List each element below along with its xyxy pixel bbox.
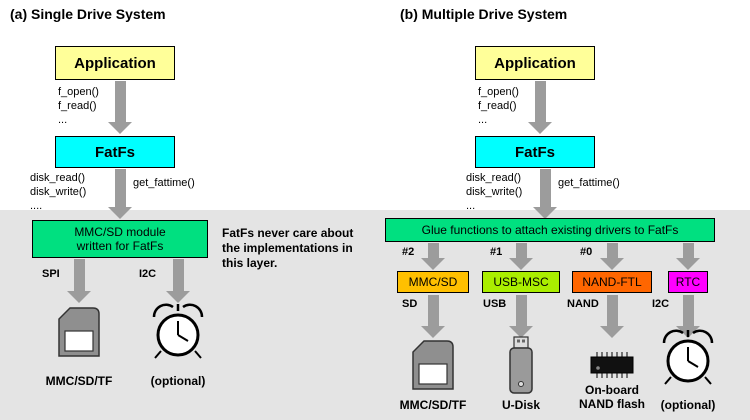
arrow-shaft: [682, 295, 694, 326]
sd-card-icon-a: [58, 307, 100, 357]
arrow-head: [421, 326, 445, 338]
arrow-shaft: [539, 169, 551, 207]
alarm-clock-icon-b: [662, 329, 714, 385]
glue-functions-bar: Glue functions to attach existing driver…: [385, 218, 715, 242]
arrow-module-to-card: [67, 259, 91, 303]
arrow-shaft: [427, 295, 439, 326]
api-call-labels-a: f_open() f_read() ...: [58, 86, 99, 126]
arrow-head: [166, 291, 190, 303]
arrow-shaft: [73, 259, 85, 291]
api-call-labels-b: f_open() f_read() ...: [478, 86, 519, 126]
driver-box-nandftl: NAND-FTL: [572, 271, 652, 293]
card-device-label-a: MMC/SD/TF: [45, 374, 113, 388]
arrow-head: [509, 326, 533, 338]
i2c-bus-label-b: I2C: [652, 298, 670, 310]
card-device-label-b: MMC/SD/TF: [399, 398, 467, 412]
i2c-bus-label-a: I2C: [139, 268, 157, 280]
arrow-mmcsd-to-card: [421, 295, 445, 338]
arrow-shaft: [427, 243, 439, 258]
driver-box-rtc: RTC: [668, 271, 708, 293]
arrow-glue-to-mmcsd: [421, 243, 445, 270]
arrow-head: [600, 258, 624, 270]
disk-call-labels-a: disk_read() disk_write() ....: [30, 172, 87, 212]
disk-call-labels-b: disk_read() disk_write() ...: [466, 172, 523, 212]
drive-number-2: #2: [402, 246, 415, 258]
nand-device-label: On-board NAND flash: [578, 383, 645, 411]
drive-number-1: #1: [490, 246, 503, 258]
arrow-shaft: [682, 243, 694, 258]
arrow-head: [676, 258, 700, 270]
driver-box-mmcsd: MMC/SD: [397, 271, 469, 293]
sd-bus-label: SD: [402, 298, 418, 310]
arrow-usbmsc-to-udisk: [509, 295, 533, 338]
arrow-fatfs-to-module-a: [108, 169, 132, 219]
arrow-head: [108, 207, 132, 219]
arrow-head: [67, 291, 91, 303]
clock-device-label-a: (optional): [150, 374, 206, 388]
arrow-shaft: [114, 169, 126, 207]
arrow-glue-to-nandftl: [600, 243, 624, 270]
panel-b-title: (b) Multiple Drive System: [400, 6, 568, 22]
arrow-glue-to-rtc: [676, 243, 700, 270]
fatfs-box-b: FatFs: [475, 136, 595, 168]
arrow-shaft: [534, 81, 546, 122]
sd-card-icon-b: [412, 340, 454, 390]
nand-chip-icon: [590, 352, 634, 378]
drive-number-0: #0: [580, 246, 593, 258]
udisk-device-label: U-Disk: [501, 398, 540, 412]
layer-note: FatFs never care about the implementatio…: [222, 226, 354, 270]
fatfs-box-a: FatFs: [55, 136, 175, 168]
arrow-shaft: [515, 243, 527, 258]
spi-bus-label: SPI: [42, 268, 60, 280]
arrow-app-to-fatfs-a: [108, 81, 132, 134]
driver-box-usbmsc: USB-MSC: [482, 271, 560, 293]
arrow-shaft: [606, 243, 618, 258]
alarm-clock-icon-a: [152, 303, 204, 359]
get-fattime-label-a: get_fattime(): [133, 177, 195, 189]
arrow-app-to-fatfs-b: [528, 81, 552, 134]
application-box-a: Application: [55, 46, 175, 80]
arrow-fatfs-to-glue: [533, 169, 557, 219]
arrow-head: [421, 258, 445, 270]
arrow-shaft: [114, 81, 126, 122]
arrow-glue-to-usbmsc: [509, 243, 533, 270]
arrow-shaft: [606, 295, 618, 326]
nand-bus-label: NAND: [567, 298, 599, 310]
arrow-head: [600, 326, 624, 338]
usb-bus-label: USB: [483, 298, 507, 310]
arrow-nandftl-to-chip: [600, 295, 624, 338]
panel-a-title: (a) Single Drive System: [10, 6, 166, 22]
arrow-module-to-clock: [166, 259, 190, 303]
usb-stick-icon: [509, 336, 533, 394]
arrow-head: [528, 122, 552, 134]
arrow-head: [509, 258, 533, 270]
application-box-b: Application: [475, 46, 595, 80]
arrow-head: [533, 207, 557, 219]
arrow-shaft: [172, 259, 184, 291]
clock-device-label-b: (optional): [660, 398, 716, 412]
mmc-module-box: MMC/SD module written for FatFs: [32, 220, 208, 258]
get-fattime-label-b: get_fattime(): [558, 177, 620, 189]
arrow-head: [108, 122, 132, 134]
arrow-shaft: [515, 295, 527, 326]
